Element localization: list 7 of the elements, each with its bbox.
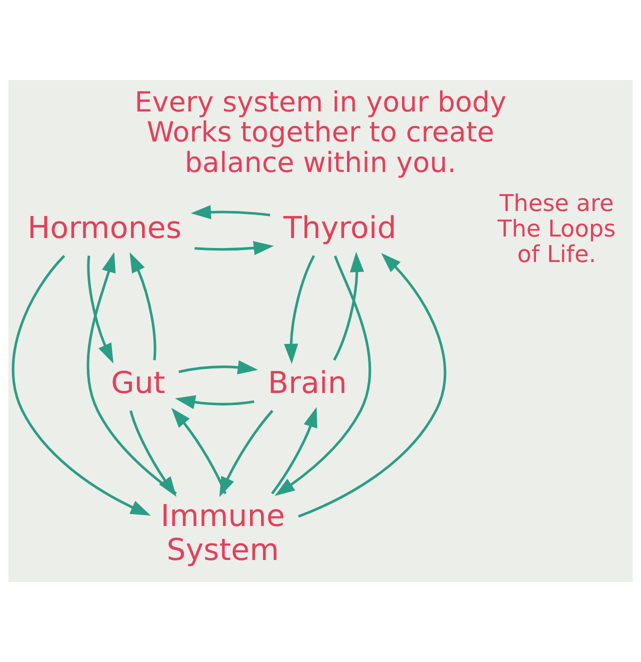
node-text: Immune System — [160, 499, 285, 568]
node-text: Thyroid — [283, 211, 396, 246]
label: These are The Loops of Life. — [498, 190, 616, 268]
node-text: Gut — [111, 366, 166, 401]
node-text: Brain — [268, 366, 347, 401]
node-text: Hormones — [27, 211, 182, 246]
diagram-title: Every system in your body Works together to create balance within you. — [134, 86, 506, 179]
